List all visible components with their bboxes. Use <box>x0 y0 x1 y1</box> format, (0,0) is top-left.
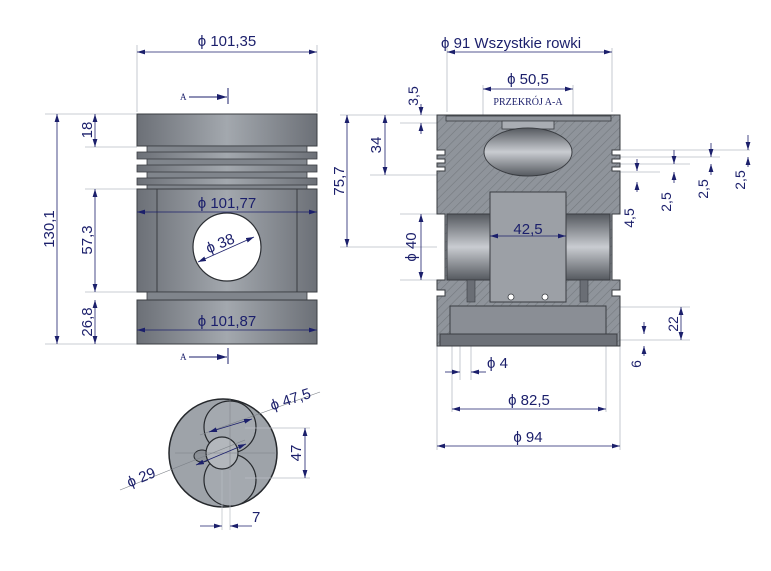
dim-top-diameter: ϕ 101,35 <box>198 33 256 50</box>
dim-groove-1: 2,5 <box>732 170 748 190</box>
dim-top-land: 18 <box>79 122 96 139</box>
side-view: ϕ 101,35 A A ϕ 101,77 ϕ 38 ϕ 101,87 130,… <box>41 33 318 364</box>
ring-land <box>136 164 318 173</box>
ring-land <box>136 151 318 160</box>
top-land <box>136 113 318 147</box>
dim-bottom-step: 22 <box>665 316 681 332</box>
combustion-bowl <box>483 127 573 177</box>
dim-groove-4: 4,5 <box>621 208 637 228</box>
dim-inner-diameter: ϕ 82,5 <box>508 392 550 409</box>
dim-top-offset: 3,5 <box>405 86 421 106</box>
dim-outer-diameter: ϕ 94 <box>513 429 542 446</box>
dim-bottom-rim: 6 <box>628 360 644 368</box>
top-view: ϕ 47,5 ϕ 29 47 7 <box>119 385 321 530</box>
dim-pin-height: 75,7 <box>331 166 348 195</box>
dim-oil-hole: ϕ 4 <box>487 355 508 372</box>
dim-bowl-depth: 34 <box>368 137 385 154</box>
dim-boss-gap: 42,5 <box>513 221 542 238</box>
section-marker-top: A <box>180 92 187 102</box>
ring-land <box>136 177 318 186</box>
dim-valve-pocket: ϕ 47,5 <box>268 385 313 414</box>
skirt-bottom <box>136 299 318 345</box>
dim-pocket-spacing: 47 <box>288 445 305 462</box>
dim-height-total: 130,1 <box>41 210 58 248</box>
dim-skirt-upper: ϕ 101,77 <box>198 195 256 212</box>
dim-bottom: 26,8 <box>79 307 96 336</box>
dim-groove-2: 2,5 <box>695 179 711 199</box>
dim-skirt-mid: 57,3 <box>79 225 96 254</box>
dim-pin-bore-section: ϕ 40 <box>403 232 420 261</box>
section-marker-bottom: A <box>180 352 187 362</box>
dim-groove-diameter: ϕ 91 Wszystkie rowki <box>441 35 581 52</box>
dim-bowl-diameter: ϕ 50,5 <box>507 71 549 88</box>
section-view: PRZEKRÓJ A-A ϕ 91 Wszystkie rowki ϕ 50,5… <box>331 35 751 450</box>
dim-offset: 7 <box>252 509 260 526</box>
dim-skirt-lower: ϕ 101,87 <box>198 313 256 330</box>
section-title: PRZEKRÓJ A-A <box>493 96 563 108</box>
dim-center-pocket: ϕ 29 <box>125 464 159 491</box>
dim-groove-3: 2,5 <box>658 192 674 212</box>
